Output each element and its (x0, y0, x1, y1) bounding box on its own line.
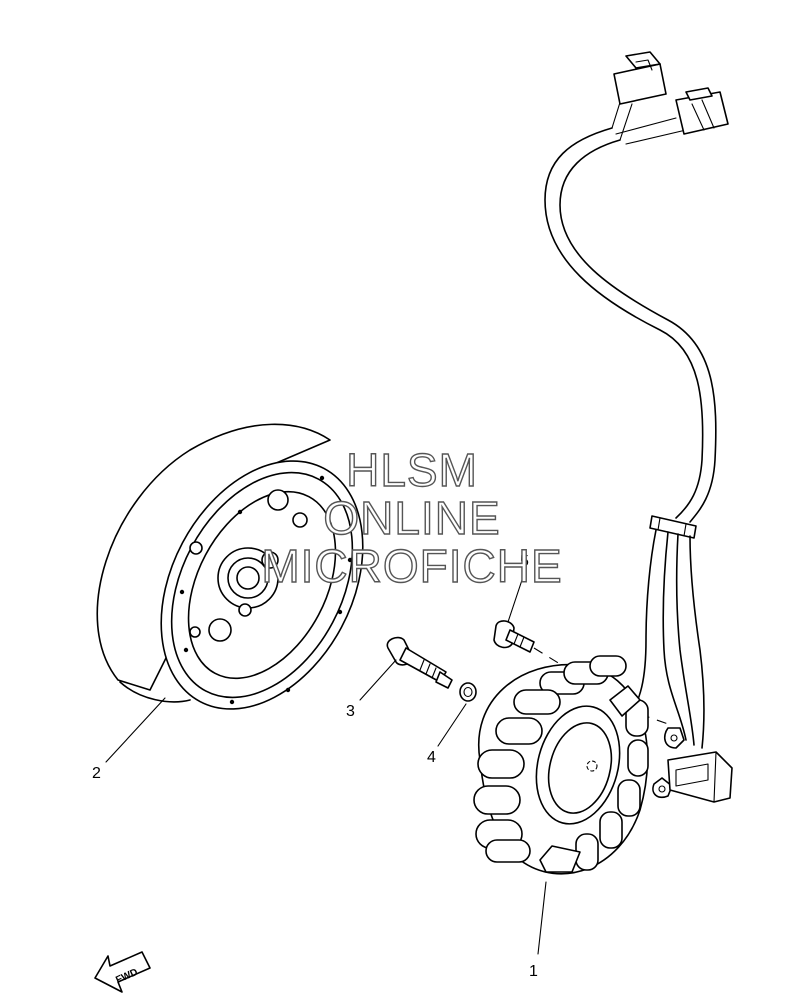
callout-leaders (105, 573, 547, 955)
watermark-line-3: MICROFICHE (261, 540, 562, 592)
screw (493, 620, 561, 665)
wire-harness (544, 51, 729, 749)
stator-assembly (473, 655, 669, 875)
watermark: HLSM ONLINE MICROFICHE (261, 443, 563, 592)
callout-5: 5 (520, 553, 529, 570)
fwd-arrow-icon: FWD (94, 951, 151, 993)
washer (459, 682, 477, 702)
flywheel-rotor (96, 423, 364, 710)
callout-4: 4 (427, 749, 436, 766)
watermark-line-2: ONLINE (323, 492, 500, 544)
callout-1: 1 (529, 963, 538, 980)
callout-2: 2 (92, 765, 101, 782)
callout-3: 3 (346, 703, 355, 720)
watermark-line-1: HLSM (346, 444, 478, 496)
pickup-coil (652, 727, 733, 803)
bolt (386, 636, 453, 689)
